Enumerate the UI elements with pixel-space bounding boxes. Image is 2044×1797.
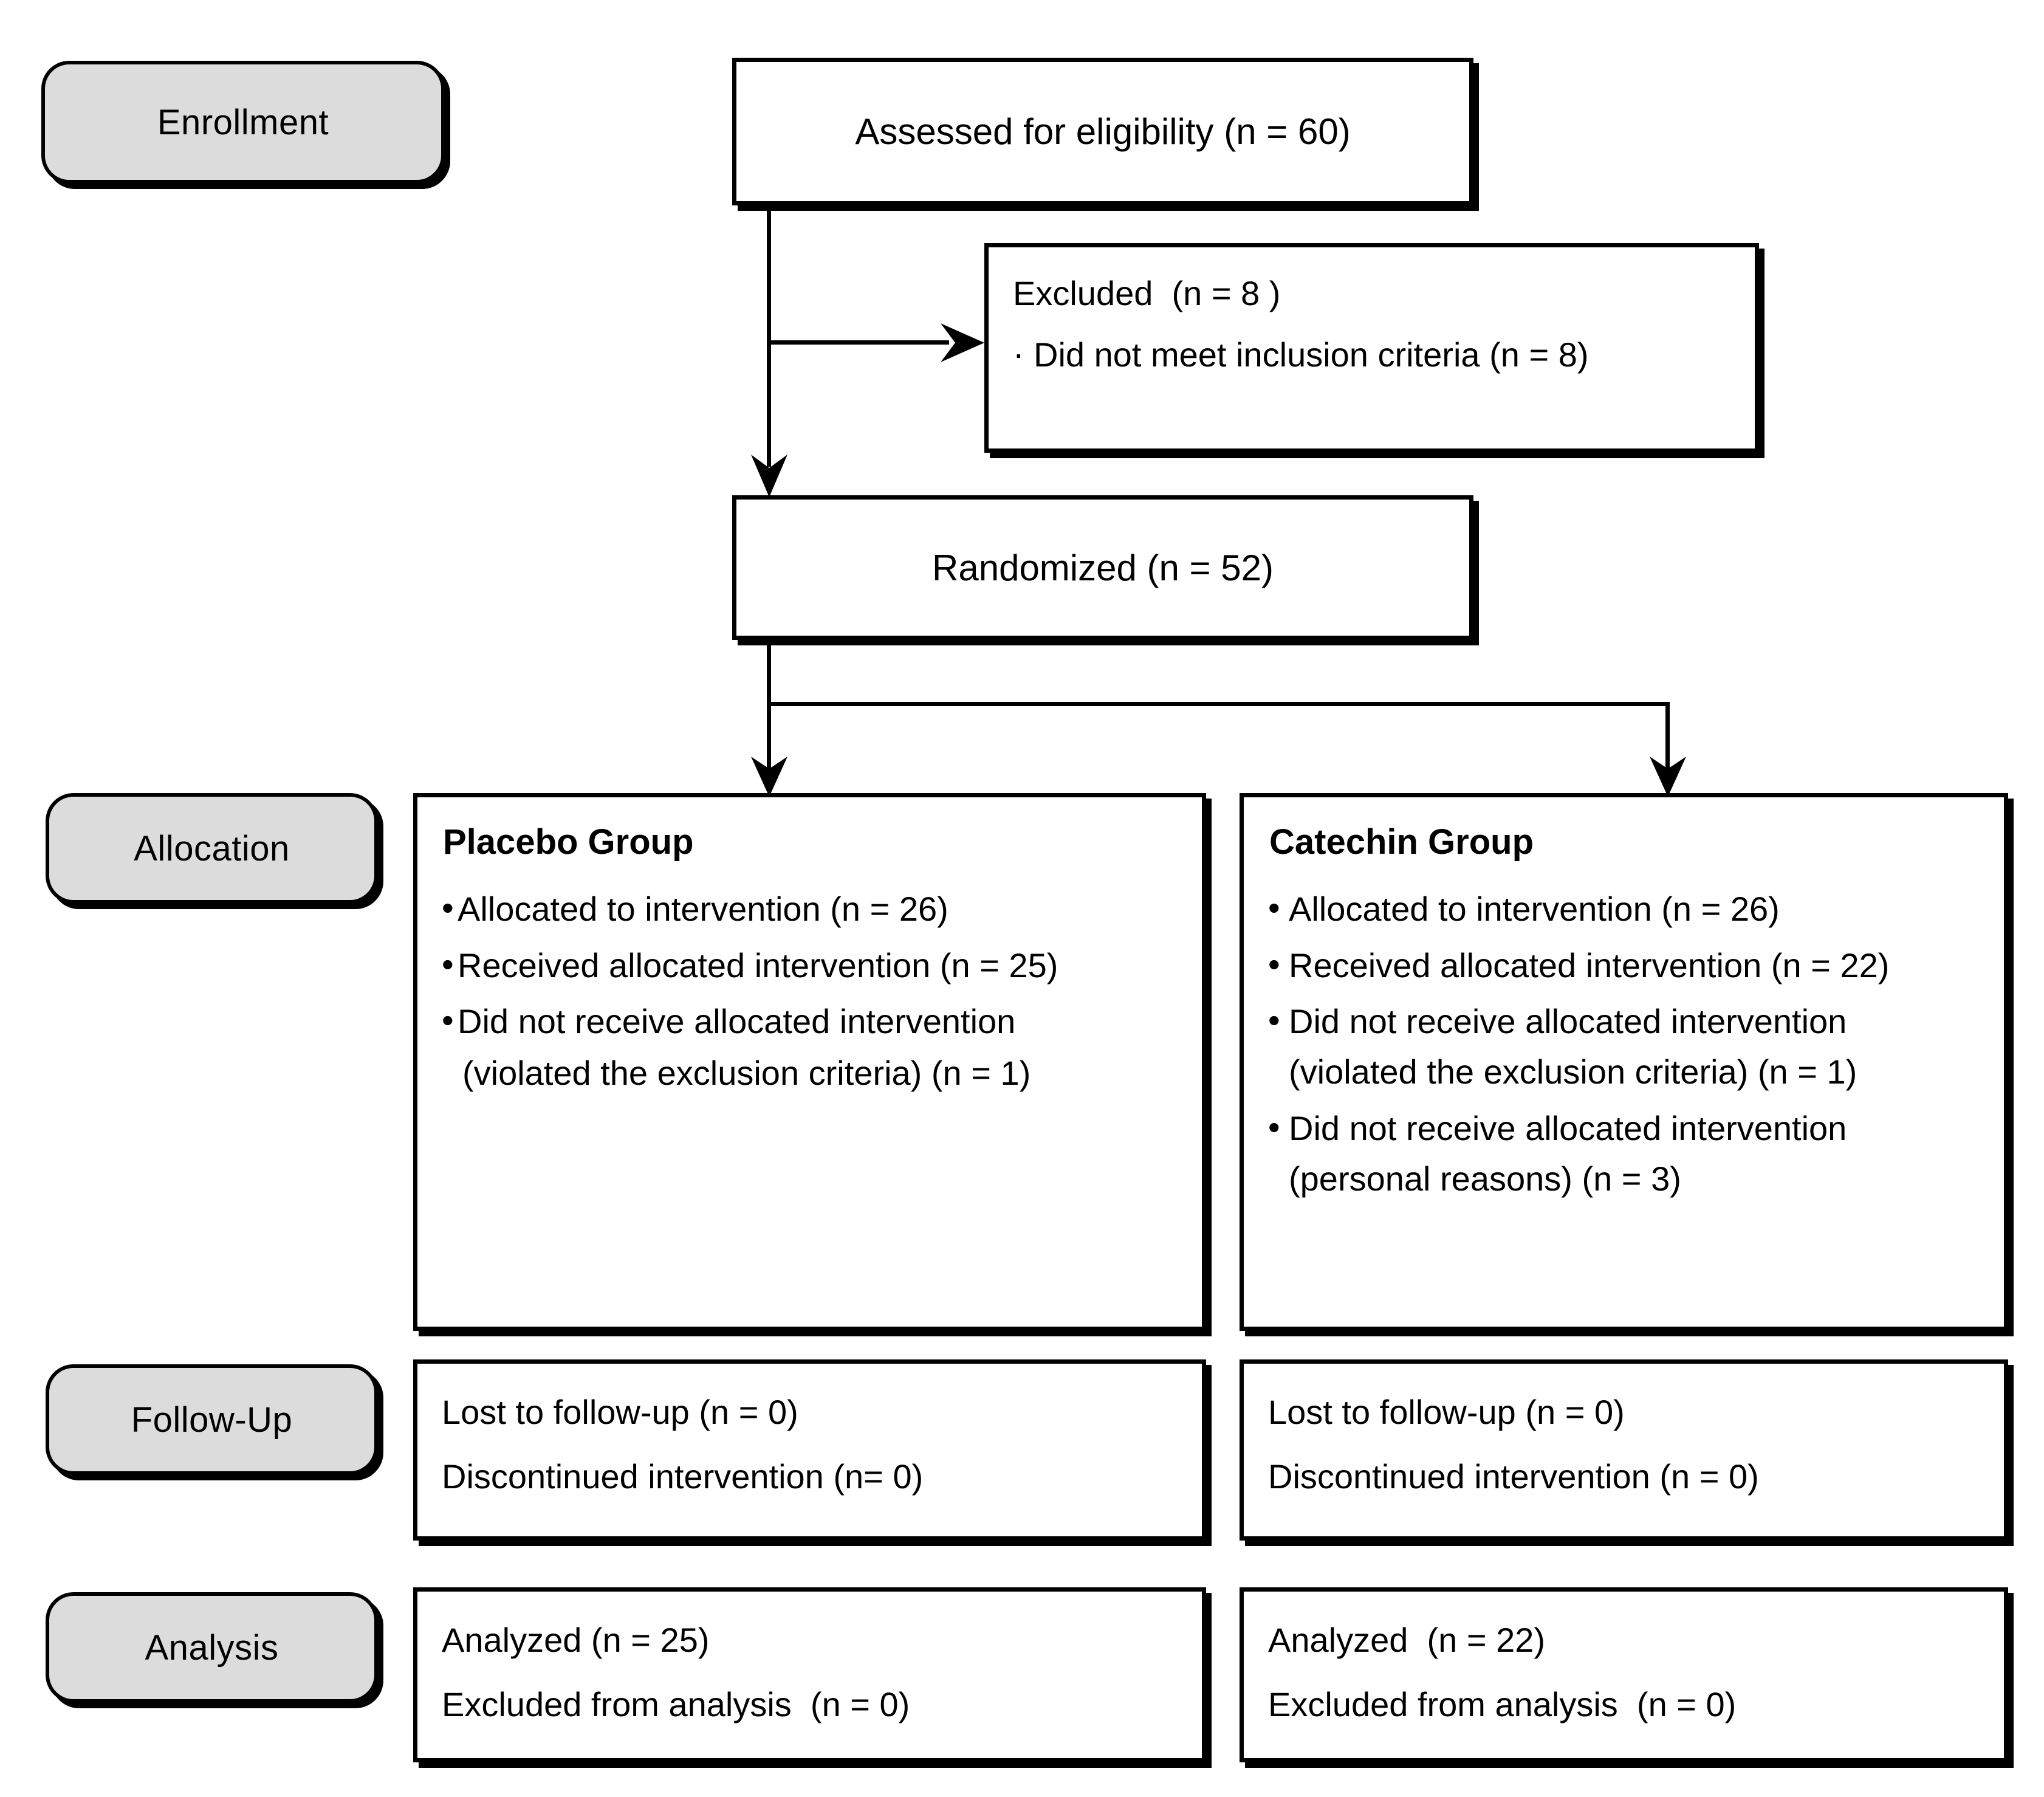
connector-to-catechin <box>1665 702 1670 772</box>
placebo-item-not-received-continuation: (violated the exclusion criteria) (n = 1… <box>462 1054 1031 1093</box>
arrowhead-down-to-placebo <box>751 757 787 797</box>
excluded-heading: Excluded (n = 8 ) <box>1013 274 1281 312</box>
followup-placebo-lost: Lost to follow-up (n = 0) <box>442 1393 798 1431</box>
analysis-placebo-excluded: Excluded from analysis (n = 0) <box>442 1685 910 1723</box>
phase-pill-followup: Follow-Up <box>46 1364 378 1475</box>
bullet-dot-icon: • <box>442 888 454 927</box>
bullet-dot-icon: • <box>1268 888 1280 927</box>
connector-to-placebo <box>767 702 771 772</box>
followup-box-placebo: Lost to follow-up (n = 0) Discontinued i… <box>413 1359 1206 1541</box>
followup-catechin-lost: Lost to follow-up (n = 0) <box>1268 1393 1625 1431</box>
phase-pill-enrollment: Enrollment <box>41 61 445 184</box>
bullet-dot-icon: • <box>1268 1107 1280 1146</box>
placebo-item-not-received: • Did not receive allocated intervention <box>442 1003 1178 1041</box>
catechin-item-not-received-personal-text: Did not receive allocated intervention <box>1289 1108 1847 1147</box>
placebo-item-allocated-text: Allocated to intervention (n = 26) <box>458 890 948 928</box>
analysis-catechin-excluded: Excluded from analysis (n = 0) <box>1268 1685 1737 1723</box>
catechin-item-received: • Received allocated intervention (n = 2… <box>1268 944 1980 985</box>
catechin-item-allocated-text: Allocated to intervention (n = 26) <box>1289 890 1780 928</box>
catechin-item-allocated: • Allocated to intervention (n = 26) <box>1268 890 1980 929</box>
followup-placebo-discontinued: Discontinued intervention (n= 0) <box>442 1457 924 1496</box>
catechin-item-received-text: Received allocated intervention (n = 22) <box>1289 946 1890 984</box>
excluded-reason-text: Did not meet inclusion criteria (n = 8) <box>1034 335 1589 374</box>
arrowhead-down-to-randomized <box>751 455 787 497</box>
analysis-catechin-analyzed: Analyzed (n = 22) <box>1268 1621 1546 1659</box>
catechin-item-not-received-exclusion-text: Did not receive allocated intervention <box>1289 1002 1847 1041</box>
randomized-text: Randomized (n = 52) <box>932 547 1274 588</box>
phase-pill-analysis: Analysis <box>46 1592 378 1703</box>
arrowhead-right-to-excluded <box>941 323 984 362</box>
assessed-for-eligibility-box: Assessed for eligibility (n = 60) <box>732 58 1473 205</box>
phase-label-analysis: Analysis <box>145 1627 279 1668</box>
connector-randomized-stem <box>767 640 771 704</box>
allocation-box-catechin: Catechin Group • Allocated to interventi… <box>1240 793 2008 1331</box>
placebo-item-received: • Received allocated intervention (n = 2… <box>442 944 1178 985</box>
bullet-dot-icon: • <box>1268 1001 1280 1040</box>
placebo-item-received-text: Received allocated intervention (n = 25) <box>458 946 1058 984</box>
bullet-dot-icon: • <box>442 944 454 983</box>
bullet-dot-icon: • <box>1268 944 1280 983</box>
excluded-reason-item: · Did not meet inclusion criteria (n = 8… <box>1013 334 1730 374</box>
placebo-item-not-received-text: Did not receive allocated intervention <box>458 1002 1016 1041</box>
bullet-dot-icon: · <box>1013 334 1024 373</box>
connector-assessed-to-excluded <box>767 340 949 345</box>
phase-pill-allocation: Allocation <box>46 793 378 904</box>
catechin-item-not-received-exclusion-continuation: (violated the exclusion criteria) (n = 1… <box>1289 1053 1857 1091</box>
arrowhead-down-to-catechin <box>1650 757 1686 797</box>
catechin-group-title: Catechin Group <box>1269 822 1534 862</box>
analysis-box-catechin: Analyzed (n = 22) Excluded from analysis… <box>1240 1587 2008 1762</box>
placebo-item-allocated: • Allocated to intervention (n = 26) <box>442 890 1178 929</box>
allocation-box-placebo: Placebo Group • Allocated to interventio… <box>413 793 1206 1331</box>
catechin-item-not-received-personal-continuation: (personal reasons) (n = 3) <box>1289 1159 1681 1198</box>
excluded-box: Excluded (n = 8 ) · Did not meet inclusi… <box>984 243 1759 453</box>
connector-assessed-to-randomized <box>767 205 771 467</box>
analysis-placebo-analyzed: Analyzed (n = 25) <box>442 1621 710 1659</box>
followup-box-catechin: Lost to follow-up (n = 0) Discontinued i… <box>1240 1359 2008 1541</box>
assessed-for-eligibility-text: Assessed for eligibility (n = 60) <box>855 111 1351 152</box>
catechin-item-not-received-personal: • Did not receive allocated intervention <box>1268 1107 1980 1148</box>
connector-randomized-split <box>767 702 1670 706</box>
catechin-item-not-received-exclusion: • Did not receive allocated intervention <box>1268 1003 1980 1041</box>
phase-label-allocation: Allocation <box>134 828 290 868</box>
phase-label-enrollment: Enrollment <box>157 102 329 142</box>
bullet-dot-icon: • <box>442 1001 454 1040</box>
placebo-group-title: Placebo Group <box>443 822 694 862</box>
followup-catechin-discontinued: Discontinued intervention (n = 0) <box>1268 1457 1759 1496</box>
phase-label-followup: Follow-Up <box>131 1400 293 1440</box>
analysis-box-placebo: Analyzed (n = 25) Excluded from analysis… <box>413 1587 1206 1762</box>
randomized-box: Randomized (n = 52) <box>732 495 1473 640</box>
